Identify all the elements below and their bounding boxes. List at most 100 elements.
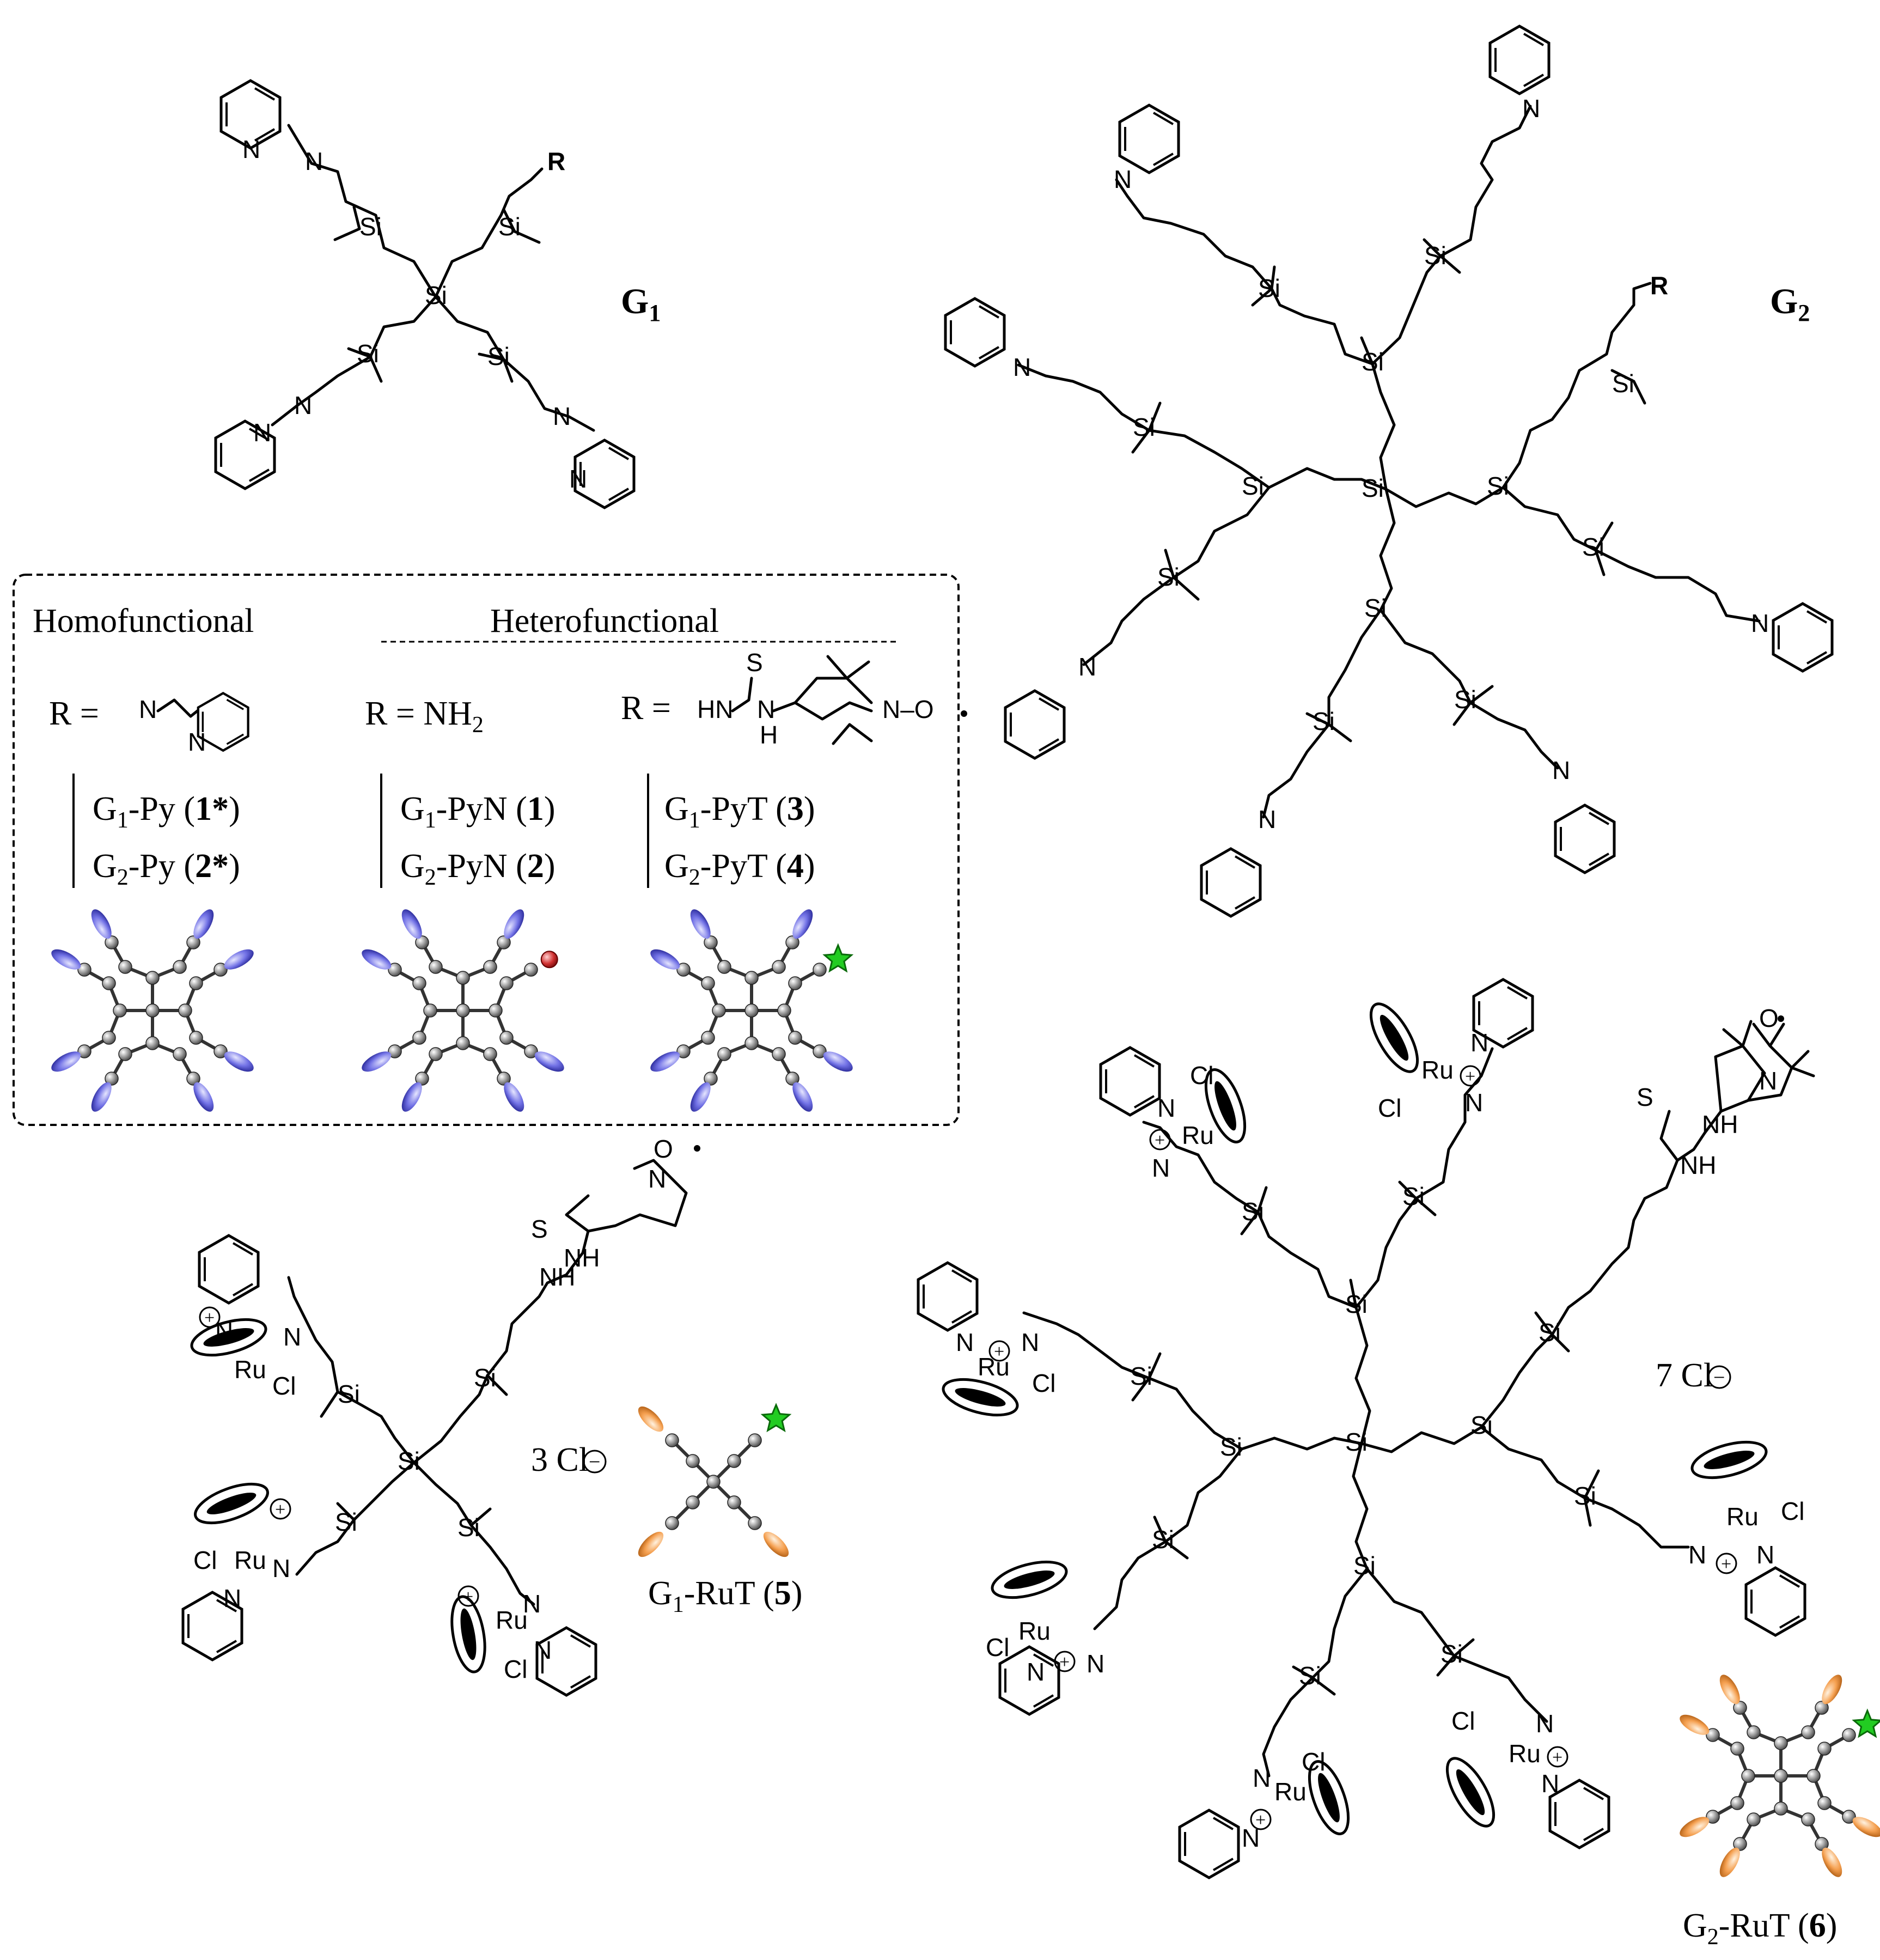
label-g1-pyn: G1-PyN (1)	[400, 790, 556, 833]
svg-text:Si: Si	[1454, 685, 1476, 714]
svg-text:S: S	[746, 648, 763, 677]
core-bead	[1774, 1801, 1788, 1816]
core-bead	[676, 1044, 691, 1058]
ru-end-icon	[1822, 1847, 1842, 1877]
svg-text:+: +	[275, 1500, 285, 1520]
svg-text:N: N	[1756, 1541, 1774, 1569]
svg-text:Cl: Cl	[504, 1655, 527, 1683]
svg-text:Si: Si	[1157, 563, 1180, 591]
svg-text:Cl: Cl	[1302, 1748, 1325, 1776]
core-bead	[189, 1031, 203, 1045]
label-g2-rut: G2-RuT (6)	[1683, 1907, 1837, 1950]
core-bead	[412, 1031, 426, 1045]
core-bead	[701, 976, 715, 990]
ru-end-icon	[1680, 1714, 1710, 1735]
core-bead	[1774, 1736, 1788, 1750]
svg-text:N: N	[1027, 1658, 1045, 1686]
svg-text:Ru: Ru	[978, 1353, 1010, 1381]
pyridine-end-icon	[362, 1051, 392, 1072]
svg-text:N: N	[223, 1584, 241, 1612]
svg-text:N: N	[139, 695, 157, 723]
core-bead	[118, 960, 132, 974]
pyridine-end-icon	[504, 909, 524, 939]
pyridine-end-icon	[690, 1082, 711, 1112]
core-bead	[388, 963, 402, 977]
core-bead	[415, 1072, 429, 1086]
pyridine-end-icon	[362, 949, 392, 970]
svg-text:N: N	[272, 1554, 290, 1582]
core-bead	[686, 1454, 700, 1468]
svg-text:Cl: Cl	[1032, 1369, 1055, 1397]
svg-text:N: N	[1078, 653, 1096, 681]
svg-text:+: +	[1721, 1554, 1731, 1574]
svg-text:N: N	[188, 728, 206, 756]
svg-text:Cl: Cl	[1378, 1094, 1401, 1122]
svg-text:S: S	[531, 1215, 548, 1243]
pyridine-end-icon	[401, 1082, 422, 1112]
core-bead	[173, 1047, 187, 1061]
g2-structure: Si Si Si Si Si Si Si Si Si Si Si Si Si N…	[945, 26, 1832, 916]
core-bead	[213, 1044, 228, 1058]
svg-text:Ru: Ru	[1274, 1778, 1307, 1806]
core-bead	[1733, 1837, 1747, 1851]
g2-core-si: Si	[1362, 474, 1384, 502]
svg-text:NH: NH	[1680, 1151, 1716, 1179]
svg-text:N: N	[1552, 756, 1570, 784]
svg-text:Si: Si	[1362, 348, 1384, 376]
pyridine-end-icon	[224, 949, 254, 970]
pyridine-end-icon	[504, 1082, 524, 1112]
core-bead	[102, 976, 116, 990]
tempo-star-icon	[760, 1403, 792, 1433]
label-g1-rut: G1-RuT (5)	[648, 1575, 802, 1617]
core-bead	[1730, 1796, 1744, 1810]
core-bead	[777, 1003, 791, 1018]
core-bead	[186, 935, 200, 949]
core-bead	[77, 1044, 91, 1058]
core-bead	[1815, 1701, 1829, 1715]
core-bead	[727, 1454, 741, 1468]
g1-label: G1	[621, 282, 661, 326]
svg-text:N: N	[1087, 1649, 1104, 1678]
core-bead	[1733, 1701, 1747, 1715]
g1rut-core-si: Si	[398, 1447, 420, 1475]
svg-text:Ru: Ru	[1509, 1739, 1541, 1768]
core-bead	[665, 1433, 679, 1447]
svg-text:O: O	[1759, 1004, 1779, 1032]
pyridine-end-icon	[51, 949, 81, 970]
cartoon-g1-rut	[638, 1403, 792, 1557]
svg-text:Si: Si	[1353, 1551, 1376, 1580]
core-bead	[113, 1003, 127, 1018]
core-bead	[1747, 1725, 1761, 1739]
core-bead	[524, 963, 538, 977]
pyridine-end-icon	[792, 1082, 813, 1112]
core-bead	[497, 935, 511, 949]
pyridine-end-icon	[823, 1051, 853, 1072]
svg-text:Si: Si	[487, 342, 510, 370]
core-bead	[744, 1003, 759, 1018]
core-bead	[483, 1047, 497, 1061]
tempo-star-icon	[1852, 1708, 1880, 1738]
svg-text:NH: NH	[1702, 1110, 1738, 1139]
svg-text:Si: Si	[1152, 1525, 1174, 1554]
core-bead	[429, 960, 443, 974]
core-bead	[456, 971, 470, 985]
svg-text:Si: Si	[498, 212, 521, 241]
core-bead	[665, 1516, 679, 1530]
core-bead	[145, 1003, 160, 1018]
svg-text:N: N	[305, 147, 323, 175]
label-g2-pyt: G2-PyT (4)	[664, 848, 815, 890]
svg-text:N: N	[1522, 94, 1540, 123]
svg-text:Si: Si	[1612, 369, 1634, 398]
core-bead	[145, 1036, 160, 1050]
pyridine-end-icon	[650, 1051, 680, 1072]
svg-text:Si: Si	[1133, 413, 1155, 441]
svg-text:N–O: N–O	[882, 695, 934, 723]
svg-text:NH: NH	[539, 1263, 575, 1291]
core-bead	[189, 976, 203, 990]
r-eq-amine: R = NH2	[365, 695, 484, 738]
core-bead	[788, 976, 802, 990]
core-bead	[1801, 1812, 1815, 1827]
svg-text:N: N	[553, 402, 571, 430]
pyridine-end-icon	[193, 1082, 214, 1112]
svg-text:N: N	[1152, 1154, 1170, 1182]
